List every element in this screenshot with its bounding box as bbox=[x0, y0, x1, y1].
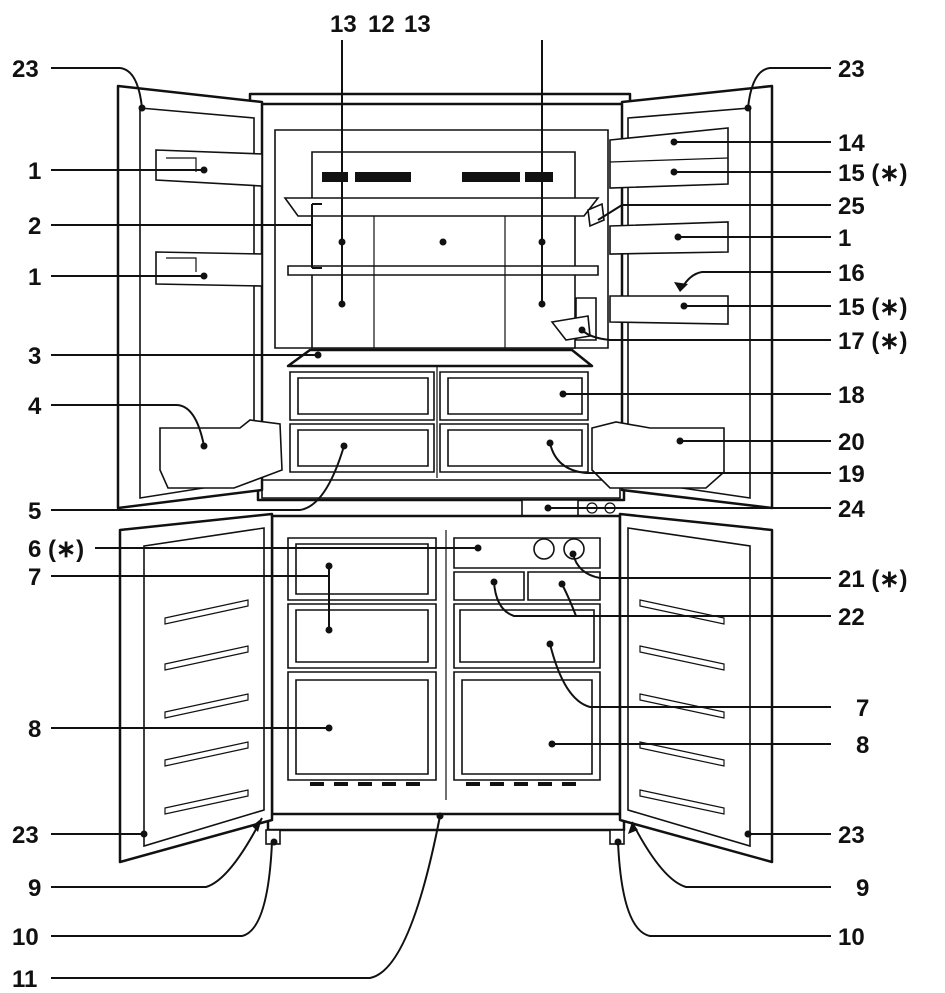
callout-3: 3 bbox=[28, 343, 41, 370]
callout-4: 4 bbox=[28, 393, 42, 420]
callout-18: 18 bbox=[838, 382, 865, 409]
callout-10-right: 10 bbox=[838, 924, 865, 951]
left-bottle-pocket bbox=[159, 419, 283, 489]
callout-8-left: 8 bbox=[28, 716, 41, 743]
callout-8-right: 8 bbox=[856, 732, 869, 759]
callout-15-lower: 15 (∗) bbox=[838, 294, 907, 321]
callout-7-left: 7 bbox=[28, 564, 41, 591]
middle-glass-shelf bbox=[287, 265, 599, 276]
lower-cabinet bbox=[265, 514, 626, 845]
callout-23-bottom-left: 23 bbox=[12, 822, 39, 849]
callout-13b: 13 bbox=[404, 11, 431, 38]
callout-7-right: 7 bbox=[856, 695, 869, 722]
lower-right-door bbox=[618, 512, 774, 864]
lower-left-door bbox=[118, 512, 274, 864]
callout-25: 25 bbox=[838, 193, 865, 220]
callout-23-top-right: 23 bbox=[838, 56, 865, 83]
callout-13a: 13 bbox=[330, 11, 357, 38]
upper-left-door bbox=[116, 84, 283, 510]
callout-12: 12 bbox=[368, 11, 395, 38]
left-door-pocket-middle bbox=[155, 251, 263, 287]
arrow-heads bbox=[252, 282, 688, 834]
callout-15-upper: 15 (∗) bbox=[838, 160, 907, 187]
callout-24: 24 bbox=[838, 496, 865, 523]
callout-labels: 13 12 13 23 1 2 1 3 4 5 6 (∗) 7 8 23 9 1… bbox=[12, 11, 907, 993]
callout-1-left-upper: 1 bbox=[28, 158, 41, 185]
callout-23-top-left: 23 bbox=[12, 56, 39, 83]
crisper-cover bbox=[286, 348, 594, 368]
upper-right-door bbox=[587, 84, 774, 510]
left-door-pocket-upper bbox=[155, 149, 263, 187]
callout-23-bottom-right: 23 bbox=[838, 822, 865, 849]
callout-22: 22 bbox=[838, 604, 865, 631]
right-door-pocket-upper bbox=[609, 221, 729, 255]
callout-5: 5 bbox=[28, 498, 41, 525]
upper-cabinet bbox=[256, 102, 626, 502]
callout-11: 11 bbox=[12, 966, 37, 993]
upper-glass-shelf bbox=[283, 197, 600, 217]
callout-14: 14 bbox=[838, 130, 865, 157]
door-sensor bbox=[587, 202, 605, 228]
callout-19: 19 bbox=[838, 461, 865, 488]
callout-1-left-lower: 1 bbox=[28, 264, 41, 291]
callout-2: 2 bbox=[28, 213, 41, 240]
callout-6: 6 (∗) bbox=[28, 536, 84, 563]
right-bottle-pocket bbox=[591, 421, 725, 489]
callout-1-right: 1 bbox=[838, 225, 851, 252]
air-vents bbox=[322, 172, 553, 182]
callout-21: 21 (∗) bbox=[838, 566, 907, 593]
callout-9-right: 9 bbox=[856, 875, 869, 902]
callout-20: 20 bbox=[838, 429, 865, 456]
callout-10-left: 10 bbox=[12, 924, 39, 951]
callout-dots bbox=[138, 104, 752, 846]
callout-17: 17 (∗) bbox=[838, 328, 907, 355]
ice-dial-left bbox=[533, 538, 555, 560]
callout-16: 16 bbox=[838, 260, 865, 287]
base-grille bbox=[266, 812, 626, 832]
callout-9-left: 9 bbox=[28, 875, 41, 902]
right-door-pocket-lower bbox=[609, 295, 729, 325]
leader-lines bbox=[51, 40, 831, 979]
